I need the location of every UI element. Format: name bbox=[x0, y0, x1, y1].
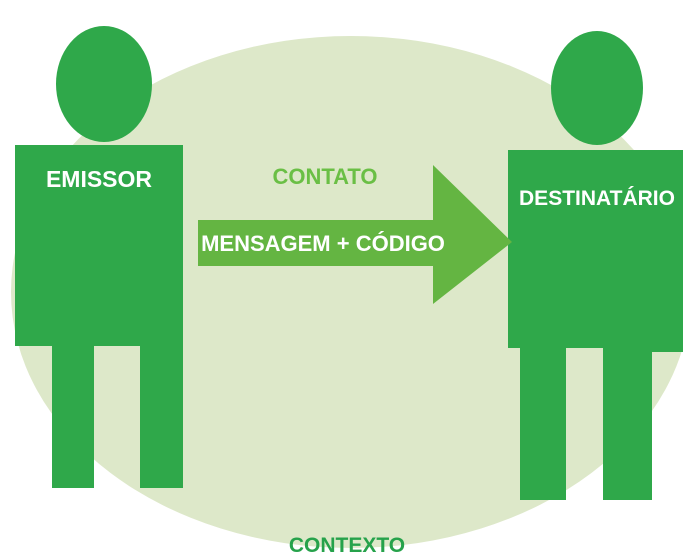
message-code-label: MENSAGEM + CÓDIGO bbox=[201, 231, 445, 256]
right-arrow-icon bbox=[198, 165, 512, 304]
receiver-label: DESTINATÁRIO bbox=[519, 187, 675, 210]
contact-label: CONTATO bbox=[272, 164, 377, 189]
sender-label: EMISSOR bbox=[46, 166, 152, 192]
receiver-figure bbox=[508, 31, 683, 500]
sender-figure bbox=[15, 26, 183, 488]
sender-head-icon bbox=[56, 26, 152, 142]
receiver-body-icon bbox=[508, 150, 683, 500]
receiver-head-icon bbox=[551, 31, 643, 145]
sender-body-icon bbox=[15, 145, 183, 488]
context-label: CONTEXTO bbox=[289, 534, 405, 557]
